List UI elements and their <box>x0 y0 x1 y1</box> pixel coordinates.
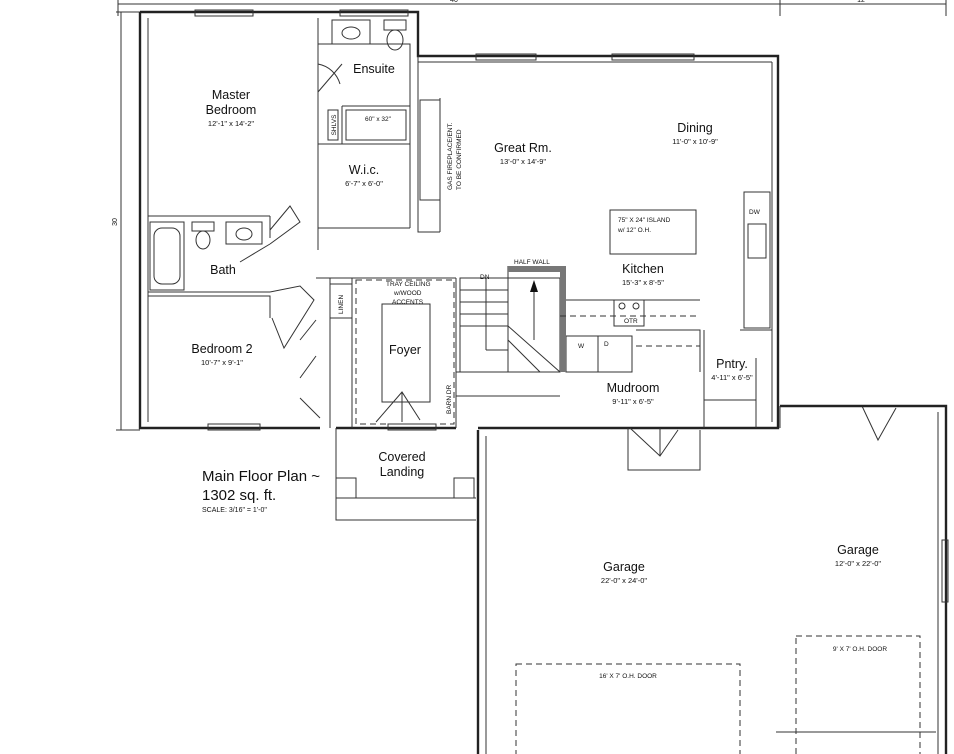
dimension-top-right: 12 <box>857 0 865 4</box>
kitchen-dim: 15'-3" x 8'-5" <box>622 278 664 287</box>
covered-landing-name-line1: Covered <box>378 450 425 464</box>
bath-name: Bath <box>210 263 236 277</box>
tray-ceiling-line1: TRAY CEILING <box>386 281 431 288</box>
fireplace-note-line2: TO BE CONFIRMED <box>456 129 463 190</box>
plan-title-line1: Main Floor Plan ~ <box>202 468 320 485</box>
bath-sink <box>225 221 263 245</box>
washer-label: W <box>578 343 585 350</box>
ensuite-toilet-tank <box>383 19 407 31</box>
barn-door-label: BARN DR <box>446 384 453 414</box>
range <box>613 299 645 327</box>
mudroom-name: Mudroom <box>607 381 660 395</box>
kitchen-name: Kitchen <box>622 262 664 276</box>
side-dimension-line: 30 <box>112 11 140 431</box>
plan-title: Main Floor Plan ~ 1302 sq. ft. SCALE: 3/… <box>202 468 320 514</box>
garage-side-door-label: 9' X 7' O.H. DOOR <box>833 646 887 653</box>
tray-ceiling-outline <box>355 279 455 425</box>
covered-landing-name-line2: Landing <box>380 465 425 479</box>
great-room-dim: 13'-0" x 14'-9" <box>500 157 546 166</box>
fireplace-note-line1: GAS FIREPLACE/ENT. <box>447 122 454 190</box>
fireplace <box>419 99 441 201</box>
ensuite-name: Ensuite <box>353 62 395 76</box>
bedroom2-dim: 10'-7" x 9'-1" <box>201 358 243 367</box>
dining-dim: 11'-0" x 10'-9" <box>672 137 718 146</box>
ensuite-sink <box>331 19 371 45</box>
kitchen-counter-right <box>743 191 771 329</box>
garage-main-dim: 22'-0" x 24'-0" <box>601 576 647 585</box>
shower-dim: 60" x 32" <box>365 116 392 123</box>
shelves-label: SHLVS <box>331 114 338 135</box>
dimension-side: 30 <box>112 218 119 226</box>
covered-landing <box>335 428 476 521</box>
exterior-walls <box>138 9 780 431</box>
top-dimension-line: 40 12 <box>117 0 947 16</box>
dining-name: Dining <box>677 121 712 135</box>
tray-ceiling-line3: ACCENTS <box>392 299 424 306</box>
mudroom-dim: 9'-11" x 6'-5" <box>612 397 654 406</box>
kitchen-island <box>609 209 697 255</box>
foyer-name: Foyer <box>389 343 421 357</box>
garage-main-door-label: 16' X 7' O.H. DOOR <box>599 673 657 680</box>
dryer-label: D <box>604 341 609 348</box>
dishwasher-label: DW <box>749 209 761 216</box>
half-wall-label: HALF WALL <box>514 259 550 266</box>
garage-side-dim: 12'-0" x 22'-0" <box>835 559 881 568</box>
master-bedroom-dim: 12'-1" x 14'-2" <box>208 119 254 128</box>
tray-ceiling-line2: w/WOOD <box>393 290 422 297</box>
master-bedroom-name-line2: Bedroom <box>206 103 257 117</box>
dimension-top-left: 40 <box>450 0 458 4</box>
otr-label: OTR <box>624 318 638 325</box>
stairs <box>459 266 566 373</box>
doors <box>239 63 897 457</box>
shower <box>345 109 407 141</box>
bath-toilet <box>195 230 211 250</box>
stairs-down-label: DN <box>480 274 490 281</box>
plan-title-line2: 1302 sq. ft. <box>202 487 276 504</box>
pantry-dim: 4'-11" x 6'-5" <box>711 373 753 382</box>
garage-side-door <box>795 635 921 754</box>
garage-side-name: Garage <box>837 543 879 557</box>
plan-scale: SCALE: 3/16" = 1'-0" <box>202 507 267 514</box>
foyer-tray <box>381 303 431 403</box>
washer-dryer <box>565 335 633 373</box>
pantry-name: Pntry. <box>716 357 748 371</box>
linen-label: LINEN <box>338 295 345 314</box>
half-wall <box>508 266 566 272</box>
wic-name: W.i.c. <box>349 163 380 177</box>
bedroom2-name: Bedroom 2 <box>191 342 252 356</box>
island-note-line1: 75" X 24" ISLAND <box>618 217 671 224</box>
annotations: GAS FIREPLACE/ENT. TO BE CONFIRMED 75" X… <box>338 122 761 414</box>
fixtures <box>149 19 771 403</box>
garage-main-door <box>515 663 741 754</box>
garage-walls <box>476 404 949 754</box>
shelves <box>327 109 339 141</box>
garage-main-name: Garage <box>603 560 645 574</box>
bathtub <box>149 221 185 291</box>
island-note-line2: w/ 12" O.H. <box>617 227 651 234</box>
great-room-name: Great Rm. <box>494 141 552 155</box>
master-bedroom-name-line1: Master <box>212 88 250 102</box>
room-labels: Master Bedroom 12'-1" x 14'-2" Ensuite 6… <box>191 62 887 680</box>
linen-closet <box>329 283 353 319</box>
wic-dim: 6'-7" x 6'-0" <box>345 179 383 188</box>
